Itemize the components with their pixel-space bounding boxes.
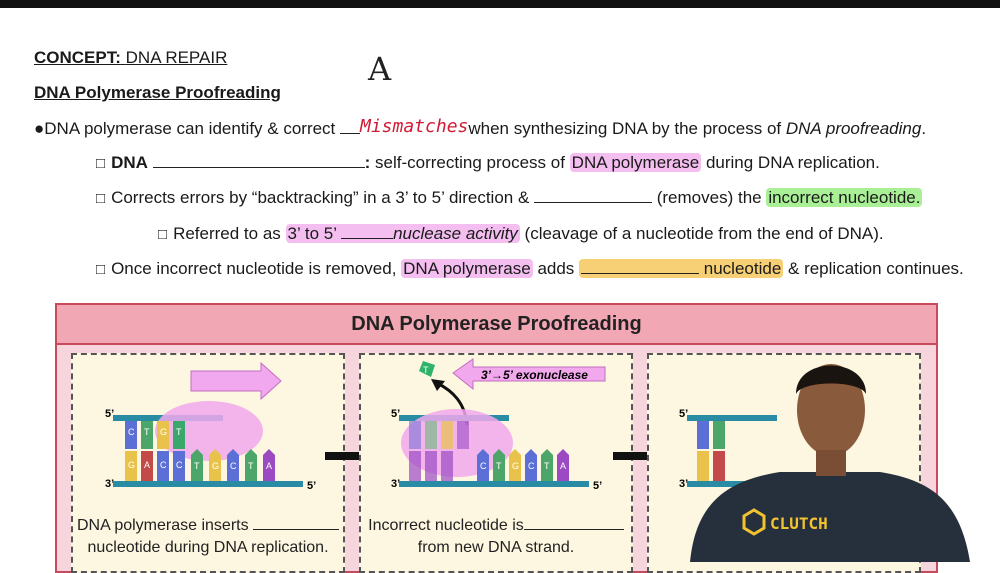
bullet-1: ●DNA polymerase can identify & correct M… [34,116,927,138]
svg-text:C: C [128,427,135,437]
neck [816,450,846,476]
exonuclease-label: 3’→5’ exonuclease [481,368,588,382]
panel-2-caption-line-2: from new DNA strand. [417,539,575,556]
svg-text:3’: 3’ [391,478,400,490]
shirt-logo-text: CLUTCH [770,514,828,533]
svg-text:3’: 3’ [679,478,688,490]
svg-text:G: G [212,461,219,471]
svg-text:T: T [176,427,182,437]
handwritten-answer: Mismatches [360,116,469,137]
panel-1-caption-line-1: DNA polymerase inserts [73,515,343,535]
svg-text:5’: 5’ [391,408,400,420]
bullet-5: □Once incorrect nucleotide is removed, D… [96,259,964,278]
svg-text:C: C [230,461,237,471]
svg-text:T: T [144,427,150,437]
dna-panel-2-drawing: T 3’→5’ exonuclease 5’ C T G C T A 3’ 5’ [391,358,606,492]
svg-text:G: G [160,427,167,437]
handwritten-letter: A [368,50,392,88]
checkbox-icon: □ [96,261,106,278]
svg-text:C: C [176,460,183,470]
checkbox-icon: □ [96,155,106,172]
proofreading-diagram: DNA Polymerase Proofreading 5’ C T G T G… [55,303,938,573]
diagram-title: DNA Polymerase Proofreading [57,305,936,345]
concept-heading: CONCEPT: DNA REPAIR [34,48,228,67]
svg-text:5’: 5’ [593,480,602,492]
svg-text:T: T [194,461,200,471]
instructor-video-overlay: CLUTCH [690,364,970,562]
checkbox-icon: □ [158,226,168,243]
svg-text:A: A [560,461,566,471]
svg-text:A: A [266,461,272,471]
polymerase-direction-arrow [190,361,282,401]
svg-text:C: C [160,460,167,470]
panel-2-caption-line-1: Incorrect nucleotide is [361,515,631,535]
shirt [690,472,970,562]
bullet-3: □Corrects errors by “backtracking” in a … [96,188,923,207]
bullet-4: □Referred to as 3’ to 5’ nuclease activi… [158,224,884,243]
new-bottom-strand [113,481,303,487]
panel-insertion: 5’ C T G T G A C C T G C T A 3’ 5’ DNA p… [71,353,345,573]
dna-polymerase-blob [155,401,263,461]
exonuclease-arrow [452,358,606,391]
top-bar [0,0,1000,8]
face [797,364,865,456]
hair [796,365,866,394]
removed-nucleotide [419,361,435,377]
panel-removal: T 3’→5’ exonuclease 5’ C T G C T A 3’ 5’ [359,353,633,573]
svg-text:G: G [512,461,519,471]
svg-text:A: A [144,460,150,470]
svg-text:T: T [496,461,502,471]
dna-panel-1-drawing: 5’ C T G T G A C C T G C T A 3’ 5’ [105,361,316,492]
svg-text:T: T [423,365,429,375]
five-prime-label: 5’ [105,408,114,420]
three-prime-label: 3’ [105,478,114,490]
svg-text:5’: 5’ [679,408,688,420]
checkbox-icon: □ [96,190,106,207]
section-subtitle: DNA Polymerase Proofreading [34,83,281,102]
bullet-2: □DNA : self-correcting process of DNA po… [96,153,880,172]
clutch-logo-icon [742,508,766,536]
panel-1-caption-line-2: nucleotide during DNA replication. [87,539,329,556]
svg-text:T: T [544,461,550,471]
svg-text:C: C [480,461,487,471]
svg-text:T: T [248,461,254,471]
svg-text:G: G [128,460,135,470]
svg-text:C: C [528,461,535,471]
svg-text:5’: 5’ [307,480,316,492]
